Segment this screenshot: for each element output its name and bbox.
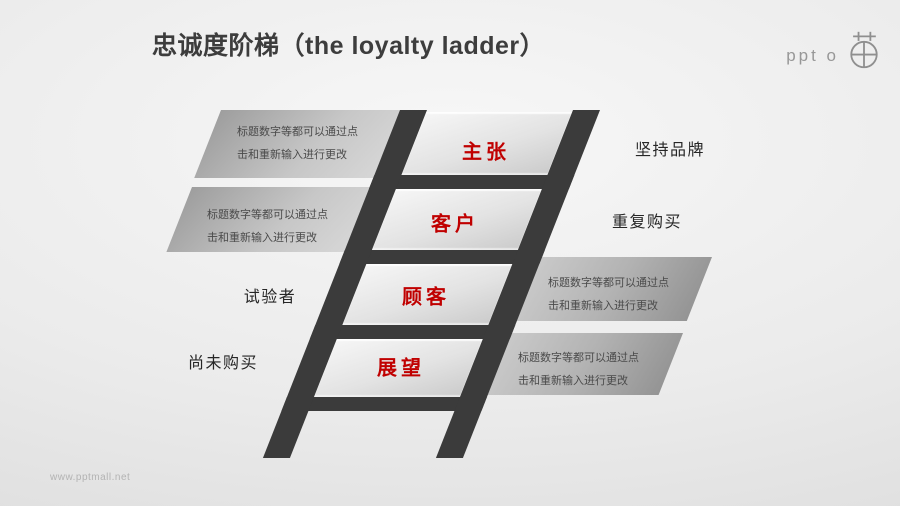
circle-cross-logo-icon [844, 28, 884, 77]
step-label-2[interactable]: 客户 [431, 213, 479, 236]
side-label-right-1[interactable]: 坚持品牌 [634, 142, 706, 159]
placeholder-line: 标题数字等都可以通过点 [548, 277, 669, 289]
side-label-right-2[interactable]: 重复购买 [611, 214, 683, 231]
side-label-left-2[interactable]: 尚未购买 [187, 355, 259, 372]
placeholder-line: 击和重新输入进行更改 [548, 300, 658, 312]
logo-text: ppt o [786, 46, 839, 65]
placeholder-line: 标题数字等都可以通过点 [518, 352, 639, 364]
placeholder-line: 击和重新输入进行更改 [518, 375, 628, 387]
pptmall-logo: ppt o [786, 28, 884, 77]
step-label-1[interactable]: 主张 [462, 141, 510, 164]
step-label-3[interactable]: 顾客 [402, 286, 450, 309]
footer-url: www.pptmall.net [50, 472, 131, 483]
page-title: 忠诚度阶梯（the loyalty ladder） [152, 32, 546, 60]
step-label-4[interactable]: 展望 [377, 357, 425, 380]
side-label-left-1[interactable]: 试验者 [243, 289, 297, 306]
